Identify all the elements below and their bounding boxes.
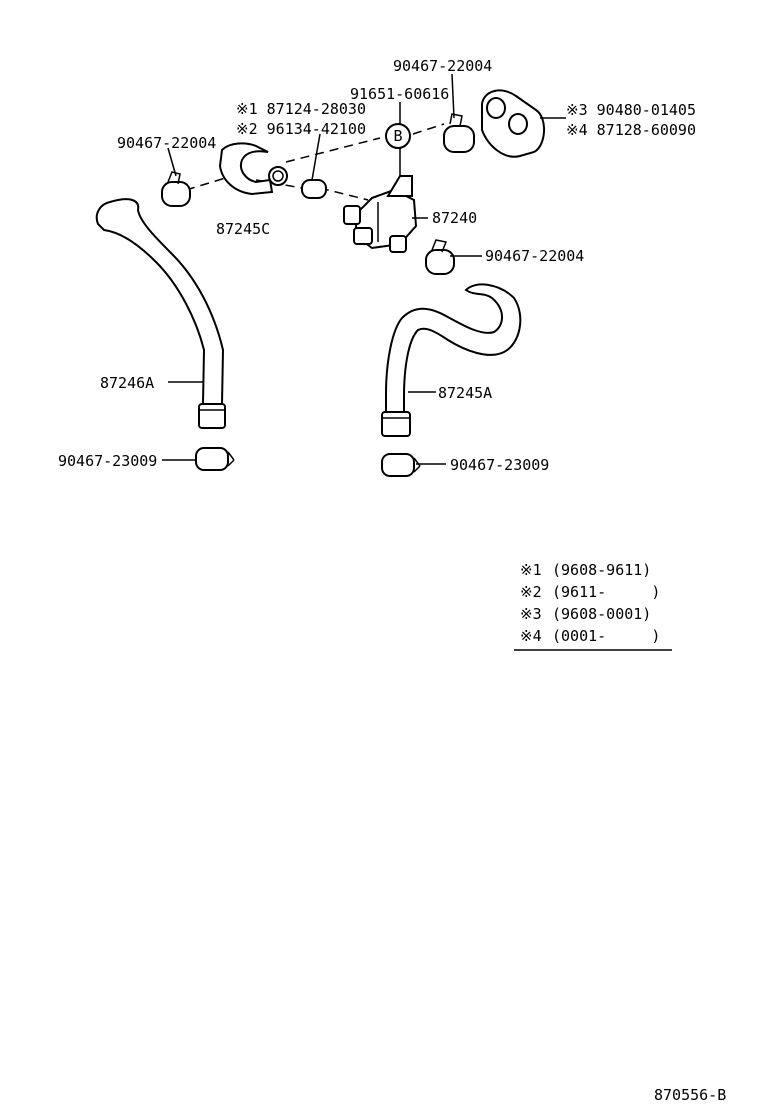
label-clamp-right: 90467-23009 — [450, 456, 549, 474]
clip-mid-right[interactable] — [425, 239, 455, 275]
hose-87245a[interactable] — [381, 283, 522, 437]
clip-left[interactable] — [161, 171, 191, 207]
label-clip-left: 90467-22004 — [117, 134, 216, 152]
label-hose-c: 87245C — [216, 220, 270, 238]
callout-b-label: B — [393, 127, 402, 145]
legend-range-4: (0001- ) — [552, 627, 660, 645]
label-clip-top-right: 90467-22004 — [393, 57, 492, 75]
label-note2-part: ※2 96134-42100 — [236, 120, 366, 138]
grommet[interactable] — [481, 89, 566, 158]
clip-96134[interactable] — [301, 179, 327, 199]
hose-87245c[interactable] — [218, 142, 288, 196]
valve-87240[interactable] — [343, 175, 418, 253]
legend-range-2: (9611- ) — [552, 583, 660, 601]
clamp-left[interactable] — [195, 447, 235, 471]
label-hose-245a: 87245A — [438, 384, 492, 402]
label-grommet-b: ※4 87128-60090 — [566, 121, 696, 139]
legend-range-1: (9608-9611) — [552, 561, 651, 579]
clip-top-right[interactable] — [443, 113, 475, 153]
legend: ※1 (9608-9611) ※2 (9611- ) ※3 (9608-0001… — [514, 561, 672, 651]
callout-b: B — [385, 123, 411, 149]
leader-lines — [162, 73, 482, 465]
hose-87246a[interactable] — [95, 198, 226, 429]
legend-mark-2: ※2 — [520, 583, 542, 601]
clamp-right[interactable] — [381, 453, 421, 477]
legend-mark-4: ※4 — [520, 627, 542, 645]
label-clamp-left: 90467-23009 — [58, 452, 157, 470]
diagram-id: 870556-B — [654, 1086, 726, 1104]
label-bolt-b: 91651-60616 — [350, 85, 449, 103]
legend-range-3: (9608-0001) — [552, 605, 651, 623]
label-clip-mid-right: 90467-22004 — [485, 247, 584, 265]
legend-mark-3: ※3 — [520, 605, 542, 623]
label-valve: 87240 — [432, 209, 477, 227]
label-note1-part: ※1 87124-28030 — [236, 100, 366, 118]
label-hose-246a: 87246A — [100, 374, 154, 392]
label-grommet-a: ※3 90480-01405 — [566, 101, 696, 119]
legend-mark-1: ※1 — [520, 561, 542, 579]
